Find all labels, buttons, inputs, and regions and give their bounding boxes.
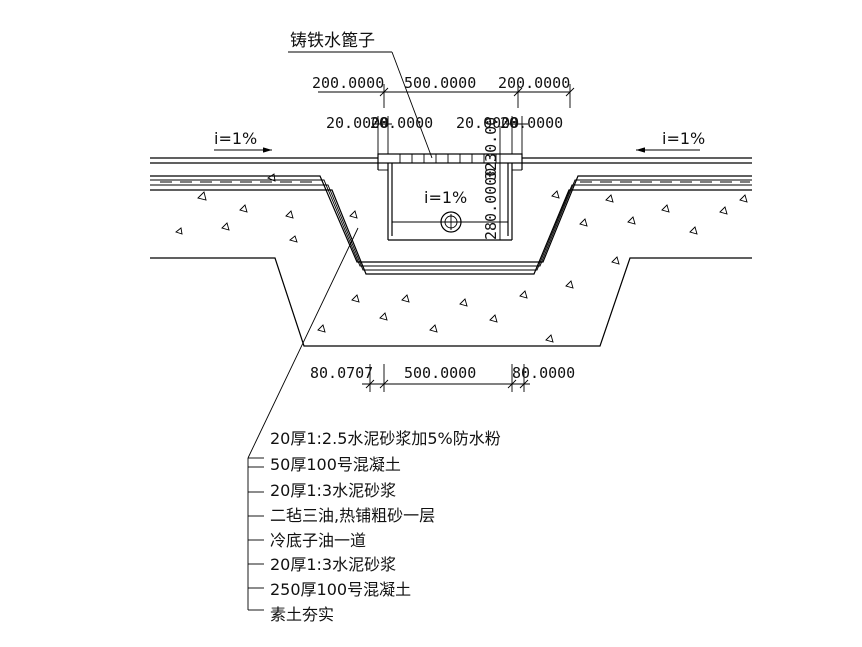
vertical-dimension [494, 126, 506, 241]
layer-labels: 20厚1:2.5水泥砂浆加5%防水粉 50厚100号混凝土 20厚1:3水泥砂浆… [270, 429, 501, 624]
slope-right-label: i=1% [662, 129, 705, 148]
grate-label: 铸铁水篦子 [290, 31, 375, 51]
layer-label-1: 20厚1:2.5水泥砂浆加5%防水粉 [270, 429, 501, 448]
base-concrete [150, 257, 752, 347]
layer-label-2: 50厚100号混凝土 [270, 455, 401, 474]
channel-box [377, 153, 523, 241]
small-dimension [372, 116, 528, 154]
layer-label-3: 20厚1:3水泥砂浆 [270, 481, 396, 500]
pavement-left [150, 157, 752, 275]
aggregate-marks [175, 173, 748, 343]
vertical-dim-lower: 280.0000 [482, 168, 500, 240]
pavement-right [522, 157, 752, 164]
layer-callout-leader [247, 227, 359, 611]
slope-channel-label: i=1% [424, 188, 467, 207]
small-dim-right: 20.0000 [456, 114, 519, 132]
bottom-dim-left: 80.0707 [310, 364, 373, 382]
layer-label-7: 250厚100号混凝土 [270, 580, 411, 599]
layer-label-8: 素土夯实 [270, 605, 334, 624]
layer-label-6: 20厚1:3水泥砂浆 [270, 555, 396, 574]
grate-leader [288, 51, 433, 159]
slope-left-label: i=1% [214, 129, 257, 148]
top-dimension [318, 84, 575, 108]
small-dim-left-2: 20.0000 [370, 114, 433, 132]
grate-slots [399, 154, 497, 163]
bottom-dim-mid: 500.0000 [404, 364, 476, 382]
small-dim-right-2: 20.0000 [500, 114, 563, 132]
bottom-dimension [362, 364, 530, 392]
layer-label-4: 二毡三油,热铺粗砂一层 [270, 506, 435, 525]
pipe-circle [440, 211, 462, 233]
top-dim-left: 200.0000 [312, 74, 384, 92]
layer-label-5: 冷底子油一道 [270, 531, 366, 550]
vertical-dim-upper: 3230.00 [482, 117, 500, 180]
top-dim-mid: 500.0000 [404, 74, 476, 92]
top-dim-right: 200.0000 [498, 74, 570, 92]
small-dim-left: 20.0000 [326, 114, 389, 132]
bottom-dim-right: 80.0000 [512, 364, 575, 382]
